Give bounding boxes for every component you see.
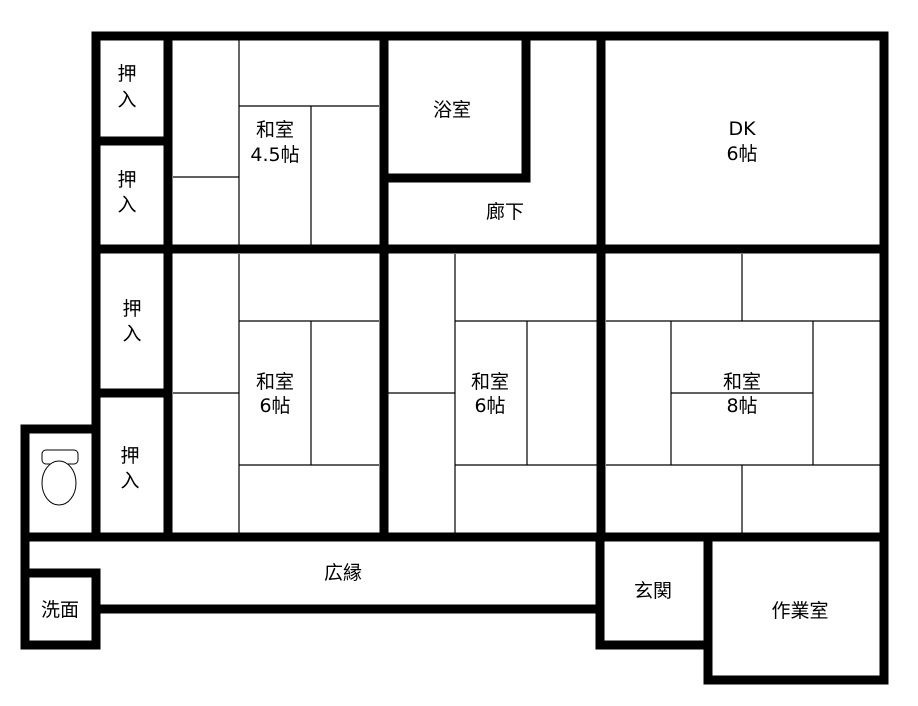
closet-1-label: 押: [117, 63, 136, 85]
washitsu-8-size: 8帖: [726, 395, 757, 417]
toilet-icon: [41, 449, 79, 506]
washitsu-6b-size: 6帖: [474, 395, 505, 417]
closet-2-label: 押: [117, 169, 136, 191]
entrance-label: 玄関: [634, 580, 672, 602]
washitsu-45-size: 4.5帖: [250, 144, 299, 166]
closet-1-label: 入: [117, 89, 136, 111]
washitsu-6b-label: 和室: [471, 371, 509, 393]
closet-2-label: 入: [117, 194, 136, 216]
walls: [20, 31, 889, 685]
washitsu-8-label: 和室: [723, 371, 761, 393]
washitsu-45-label: 和室: [256, 119, 294, 141]
closet-4-label: 入: [120, 470, 139, 492]
closet-3-label: 入: [122, 323, 141, 345]
hallway-label: 廊下: [486, 201, 524, 223]
closet-3-label: 押: [122, 298, 141, 320]
dk-label: DK: [728, 118, 756, 140]
dk-size: 6帖: [726, 143, 757, 165]
washitsu-6a-label: 和室: [256, 371, 294, 393]
engawa-label: 広縁: [324, 562, 362, 584]
washroom-label: 洗面: [41, 599, 79, 621]
closet-4-label: 押: [120, 445, 139, 467]
bath-label: 浴室: [433, 99, 471, 121]
workroom-label: 作業室: [771, 600, 828, 622]
tatami-lines: [173, 40, 880, 533]
washitsu-6a-size: 6帖: [259, 395, 290, 417]
